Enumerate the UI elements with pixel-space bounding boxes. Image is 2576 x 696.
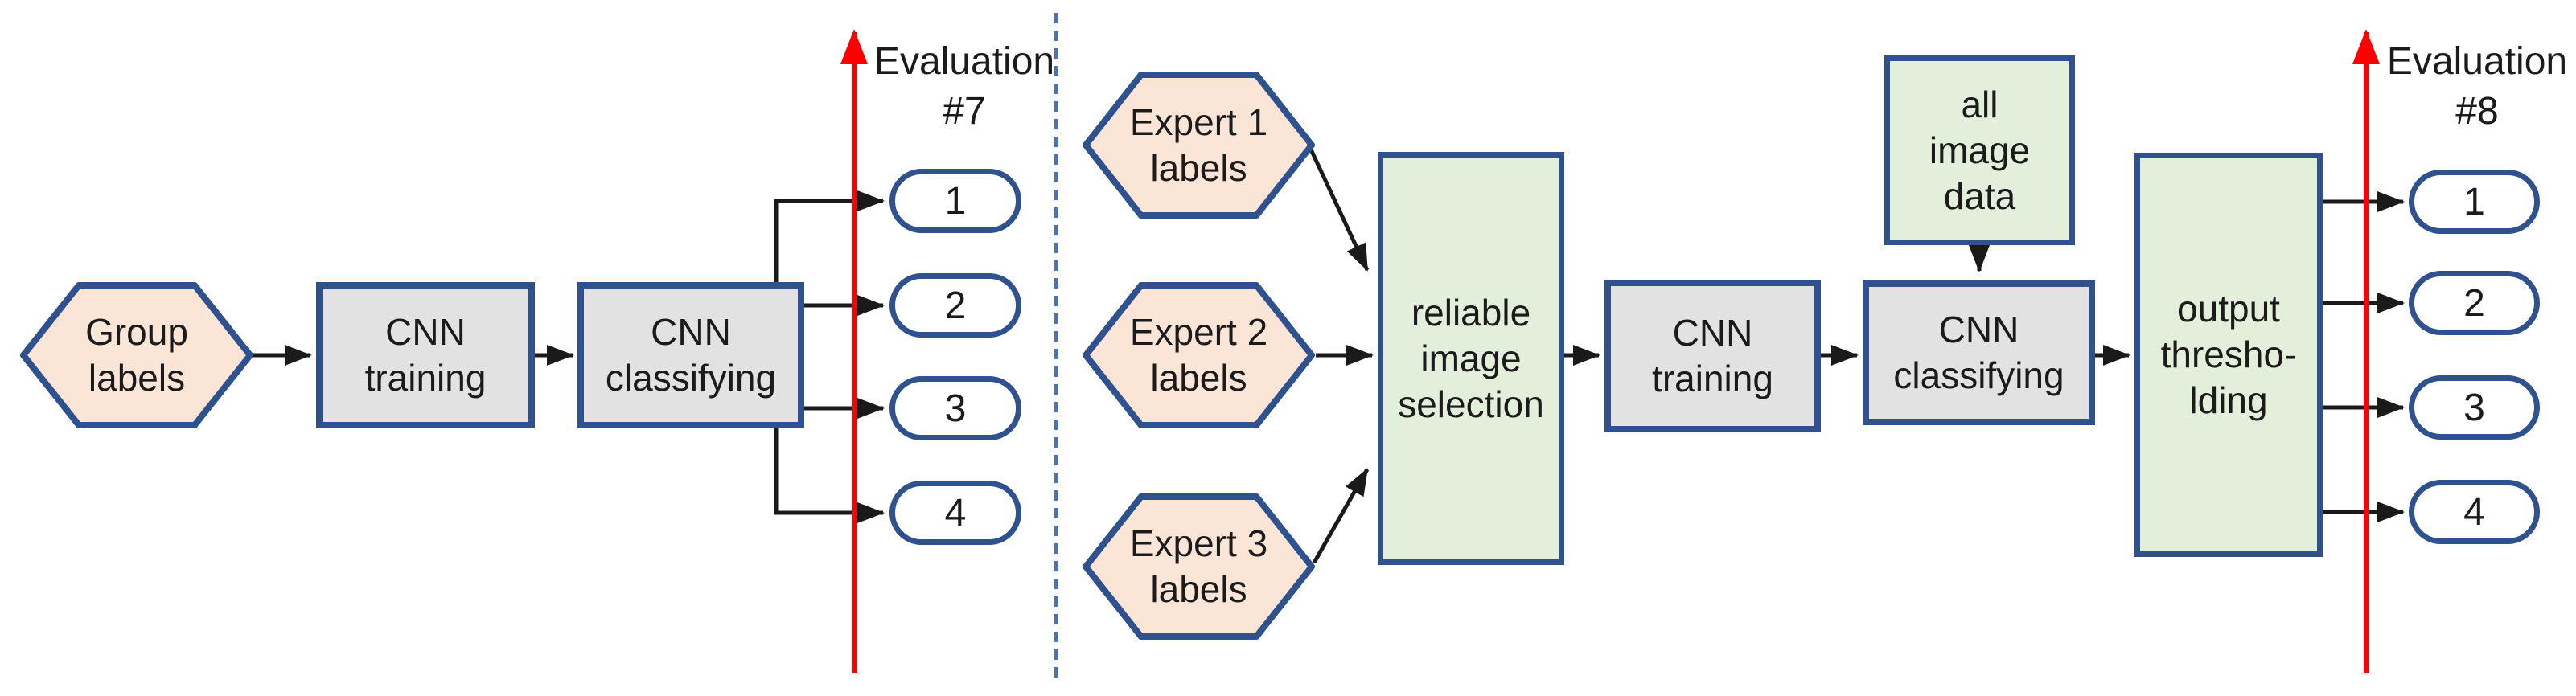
output-class-2-right-text: 2: [2463, 281, 2485, 325]
output-class-1-left: 1: [889, 169, 1021, 233]
output-class-3-left: 3: [889, 376, 1021, 440]
cnn-classifying-left-text: CNN classifying: [605, 311, 777, 399]
reliable-image-selection-text: reliable image selection: [1398, 291, 1544, 425]
hexagon-expert2-labels: Expert 2 labels: [1083, 281, 1315, 429]
output-class-1-right-text: 1: [2463, 180, 2485, 223]
box-cnn-classifying-left: CNN classifying: [577, 282, 804, 428]
arrow-expert1-to-selection: [1309, 148, 1370, 272]
group-labels-text: Group labels: [85, 311, 188, 399]
output-class-3-left-text: 3: [944, 387, 967, 430]
expert3-labels-text: Expert 3 labels: [1129, 522, 1268, 610]
output-class-4-left: 4: [889, 481, 1021, 545]
arrow-classifying-to-output1-left: [774, 190, 885, 285]
evaluation-8-label: Evaluation #8: [2386, 40, 2568, 133]
output-class-2-left-text: 2: [944, 284, 967, 327]
output-class-3-right-text: 3: [2463, 386, 2485, 429]
output-class-1-left-text: 1: [944, 179, 967, 223]
output-class-3-right: 3: [2409, 375, 2540, 440]
hexagon-expert1-labels: Expert 1 labels: [1083, 71, 1315, 219]
output-class-4-right: 4: [2409, 480, 2540, 544]
box-reliable-image-selection: reliable image selection: [1378, 152, 1564, 565]
cnn-training-left-text: CNN training: [364, 311, 487, 399]
expert2-labels-text: Expert 2 labels: [1129, 311, 1268, 399]
hexagon-expert3-labels: Expert 3 labels: [1083, 493, 1315, 641]
cnn-classifying-right-text: CNN classifying: [1893, 309, 2064, 396]
arrow-expert3-to-selection: [1312, 468, 1370, 564]
cnn-training-right-text: CNN training: [1652, 312, 1773, 399]
output-class-4-right-text: 4: [2463, 490, 2485, 534]
box-output-thresholding: output thresho- lding: [2134, 153, 2323, 557]
hexagon-shape: [20, 282, 253, 428]
all-image-data-text: all image data: [1929, 83, 2031, 217]
hexagon-group-labels: Group labels: [20, 281, 253, 429]
hexagon-shape: [1083, 282, 1315, 428]
output-thresholding-text: output thresho- lding: [2160, 288, 2297, 421]
arrow-classifying-to-output4-left: [774, 425, 885, 523]
box-cnn-training-right: CNN training: [1604, 280, 1821, 432]
box-cnn-classifying-right: CNN classifying: [1863, 280, 2095, 425]
hexagon-shape: [1083, 72, 1315, 219]
hexagon-shape: [1083, 493, 1315, 640]
evaluation-7-label: Evaluation #7: [873, 40, 1055, 133]
output-class-1-right: 1: [2409, 170, 2540, 234]
output-class-2-right: 2: [2409, 271, 2540, 335]
output-class-4-left-text: 4: [944, 491, 967, 534]
output-class-2-left: 2: [889, 273, 1021, 338]
box-cnn-training-left: CNN training: [316, 282, 535, 428]
expert1-labels-text: Expert 1 labels: [1129, 100, 1268, 189]
box-all-image-data: all image data: [1884, 55, 2075, 245]
